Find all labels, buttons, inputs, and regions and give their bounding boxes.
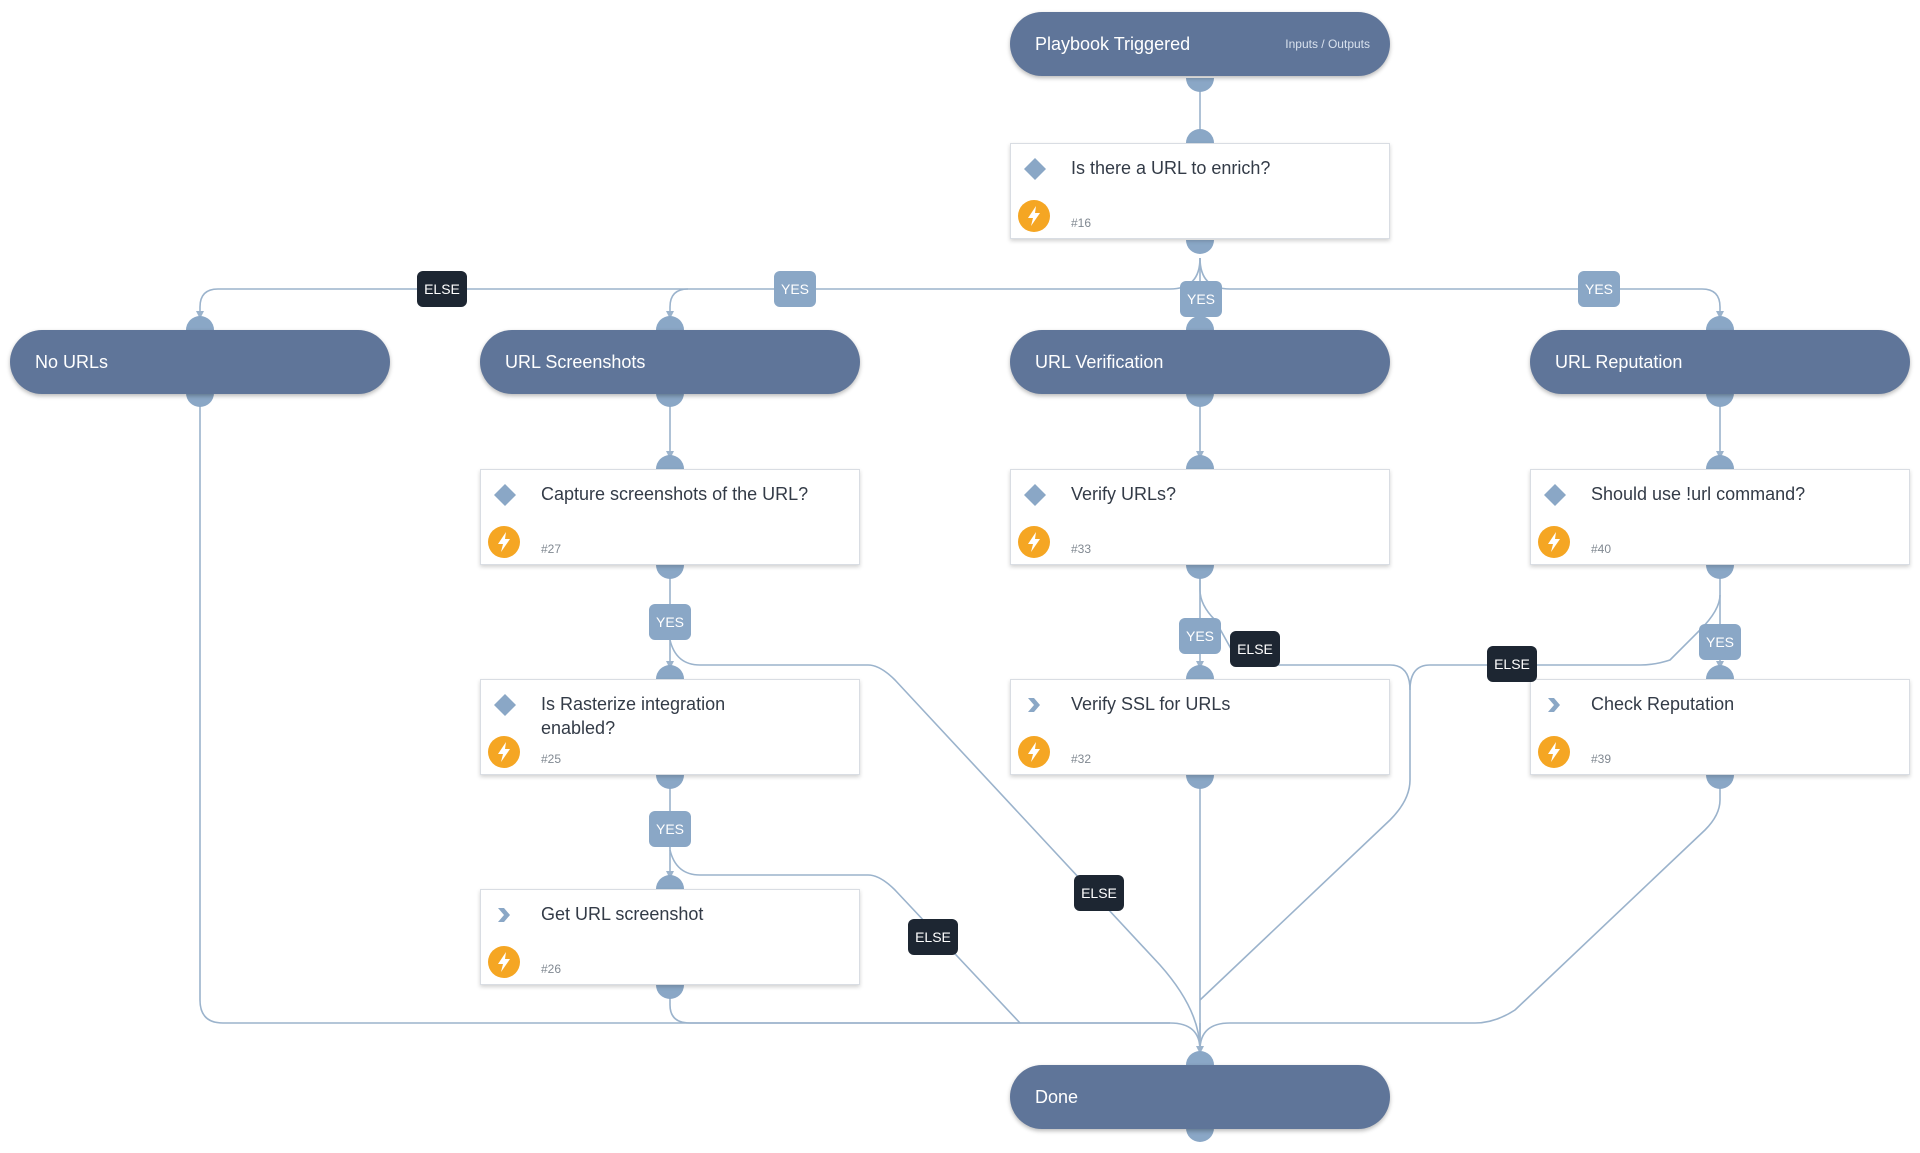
diamond-icon (1024, 484, 1046, 506)
yes-tag-t25[interactable]: YES (649, 811, 691, 847)
task-32-title: Verify SSL for URLs (1071, 694, 1231, 714)
edge-t27-else (669, 639, 1201, 1051)
task-26-title: Get URL screenshot (541, 904, 704, 924)
bolt-icon (1018, 200, 1050, 232)
task-27-title: Capture screenshots of the URL? (541, 484, 809, 504)
diamond-icon (494, 484, 516, 506)
edge-t25-else (669, 849, 1021, 1024)
task-26[interactable]: Get URL screenshot #26 (480, 889, 860, 985)
task-26-id: #26 (541, 962, 562, 976)
bolt-icon (488, 526, 520, 558)
bolt-icon (1538, 736, 1570, 768)
task-32-id: #32 (1071, 752, 1092, 766)
yes-tag-screenshots[interactable]: YES (774, 271, 816, 307)
task-39[interactable]: Check Reputation #39 (1530, 679, 1910, 775)
edge-t40-else (1409, 594, 1721, 691)
yes-tag-t40[interactable]: YES (1699, 624, 1741, 660)
task-27-id: #27 (541, 542, 562, 556)
task-16-title: Is there a URL to enrich? (1071, 158, 1271, 178)
diamond-icon (1024, 158, 1046, 180)
task-40-title: Should use !url command? (1591, 484, 1806, 504)
task-33-title: Verify URLs? (1071, 484, 1177, 504)
edge-t16-screenshots (666, 288, 689, 319)
url-reputation-label: URL Reputation (1555, 351, 1683, 372)
task-16[interactable]: Is there a URL to enrich? #16 (1010, 143, 1390, 239)
task-33[interactable]: Verify URLs? #33 (1010, 469, 1390, 565)
task-33-id: #33 (1071, 542, 1092, 556)
edge-t26-done (669, 990, 1170, 1024)
url-reputation-node[interactable]: URL Reputation (1530, 330, 1910, 394)
no-urls-label: No URLs (35, 351, 109, 372)
url-screenshots-node[interactable]: URL Screenshots (480, 330, 860, 394)
task-27[interactable]: Capture screenshots of the URL? #27 (480, 469, 860, 565)
yes-tag-t33[interactable]: YES (1179, 618, 1221, 654)
bolt-icon (488, 946, 520, 978)
ports (186, 78, 1734, 1142)
edge-t16-right (1199, 257, 1724, 319)
edge-nourls-done (199, 393, 1201, 1051)
else-tag-t25[interactable]: ELSE (908, 919, 958, 955)
task-25[interactable]: Is Rasterize integration enabled? #25 (480, 679, 860, 775)
edge-t33-else (1199, 572, 1411, 1001)
bolt-icon (1018, 736, 1050, 768)
edge-t16-horizontal (196, 257, 1201, 319)
chevron-right-icon (1028, 698, 1040, 712)
task-16-id: #16 (1071, 216, 1092, 230)
task-25-title: Is Rasterize integration enabled? (541, 694, 726, 738)
playbook-triggered-node[interactable]: Playbook Triggered Inputs / Outputs (1010, 12, 1390, 76)
done-node[interactable]: Done (1010, 1065, 1390, 1129)
url-screenshots-label: URL Screenshots (505, 351, 646, 372)
else-tag-t27[interactable]: ELSE (1074, 875, 1124, 911)
task-32[interactable]: Verify SSL for URLs #32 (1010, 679, 1390, 775)
task-39-title: Check Reputation (1591, 694, 1735, 714)
else-tag-t33[interactable]: ELSE (1230, 631, 1280, 667)
url-verification-node[interactable]: URL Verification (1010, 330, 1390, 394)
inputs-outputs-link[interactable]: Inputs / Outputs (1285, 37, 1370, 51)
diamond-icon (1544, 484, 1566, 506)
yes-tag-reputation[interactable]: YES (1578, 271, 1620, 307)
bolt-icon (488, 736, 520, 768)
chevron-right-icon (1548, 698, 1560, 712)
task-25-id: #25 (541, 752, 562, 766)
bolt-icon (1538, 526, 1570, 558)
chevron-right-icon (498, 908, 510, 922)
url-verification-label: URL Verification (1035, 351, 1164, 372)
diamond-icon (494, 694, 516, 716)
else-tag-t40[interactable]: ELSE (1487, 646, 1537, 682)
playbook-triggered-label: Playbook Triggered (1035, 33, 1191, 54)
no-urls-node[interactable]: No URLs (10, 330, 390, 394)
else-tag-no-urls[interactable]: ELSE (417, 271, 467, 307)
bolt-icon (1018, 526, 1050, 558)
yes-tag-verification[interactable]: YES (1180, 281, 1222, 317)
yes-tag-t27[interactable]: YES (649, 604, 691, 640)
task-40-id: #40 (1591, 542, 1612, 556)
edge-t39-done (1199, 780, 1721, 1051)
done-label: Done (1035, 1086, 1079, 1107)
task-39-id: #39 (1591, 752, 1612, 766)
task-40[interactable]: Should use !url command? #40 (1530, 469, 1910, 565)
